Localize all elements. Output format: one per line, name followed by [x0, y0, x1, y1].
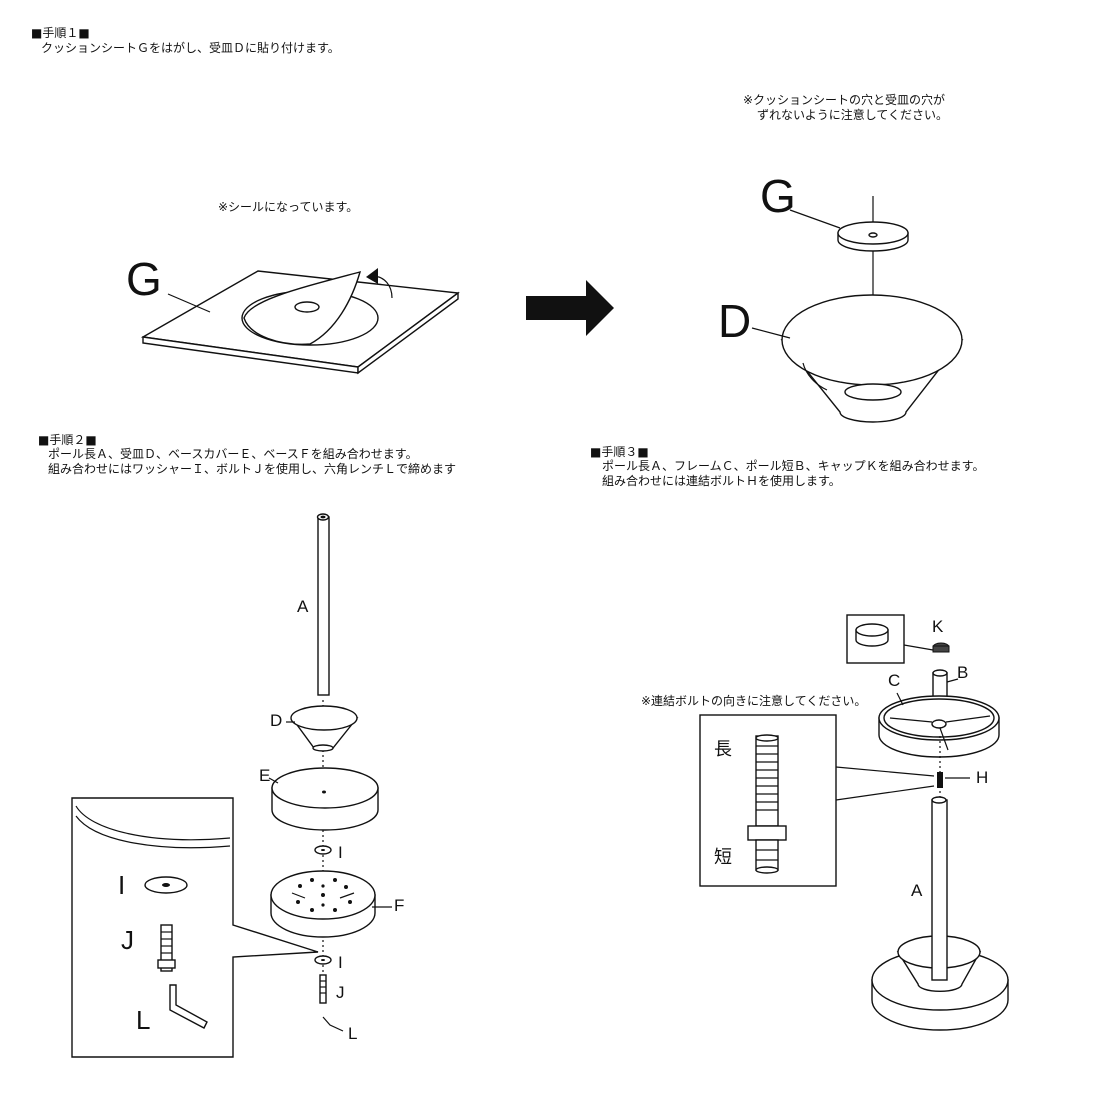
inset-label-long: 長 — [714, 739, 732, 760]
part-label-D-right: D — [718, 295, 752, 347]
step2-line1: ポール長Ａ、受皿Ｄ、ベースカバーＥ、ベースＦを組み合わせます。 — [48, 447, 418, 461]
part-label-E: E — [259, 766, 271, 785]
arrow-right-icon — [526, 280, 614, 336]
step2-line2: 組み合わせにはワッシャーＩ、ボルトＪを使用し、六角レンチＬで締めます — [48, 462, 457, 476]
align-note-line1: ※クッションシートの穴と受皿の穴が — [743, 93, 946, 107]
part-label-A-step3: A — [911, 881, 923, 900]
inset-label-I: I — [118, 870, 126, 900]
step3-line1: ポール長Ａ、フレームＣ、ポール短Ｂ、キャップＫを組み合わせます。 — [602, 459, 985, 473]
inset-label-L: L — [136, 1005, 151, 1035]
step3-assembly — [699, 614, 1009, 1031]
cushion-and-saucer — [751, 196, 964, 423]
part-label-B: B — [957, 663, 969, 682]
step1-heading: ■手順１■ — [31, 26, 90, 40]
step3-heading: ■手順３■ — [590, 445, 649, 459]
inset-label-J: J — [121, 925, 134, 955]
part-label-F: F — [394, 896, 405, 915]
part-label-I-lower: I — [338, 953, 343, 972]
inset-label-short: 短 — [714, 847, 732, 868]
part-label-I-upper: I — [338, 843, 343, 862]
part-label-K: K — [932, 617, 944, 636]
part-label-L: L — [348, 1024, 358, 1043]
part-label-J: J — [336, 983, 345, 1002]
part-label-G-right: G — [760, 170, 796, 222]
part-label-D: D — [270, 711, 283, 730]
base-plate-with-sheet — [140, 268, 460, 375]
step2-exploded-view — [71, 513, 392, 1058]
step3-line2: 組み合わせには連結ボルトＨを使用します。 — [602, 474, 841, 488]
part-label-C: C — [888, 671, 901, 690]
bolt-direction-note: ※連結ボルトの向きに注意してください。 — [641, 694, 867, 708]
part-label-A: A — [297, 597, 309, 616]
sticker-note: ※シールになっています。 — [218, 200, 359, 214]
part-label-G-left: G — [126, 253, 162, 305]
step1-instruction: クッションシートＧをはがし、受皿Ｄに貼り付けます。 — [41, 41, 340, 55]
align-note-line2: ずれないように注意してください。 — [757, 108, 949, 122]
part-label-H: H — [976, 768, 989, 787]
step2-heading: ■手順２■ — [38, 433, 97, 447]
